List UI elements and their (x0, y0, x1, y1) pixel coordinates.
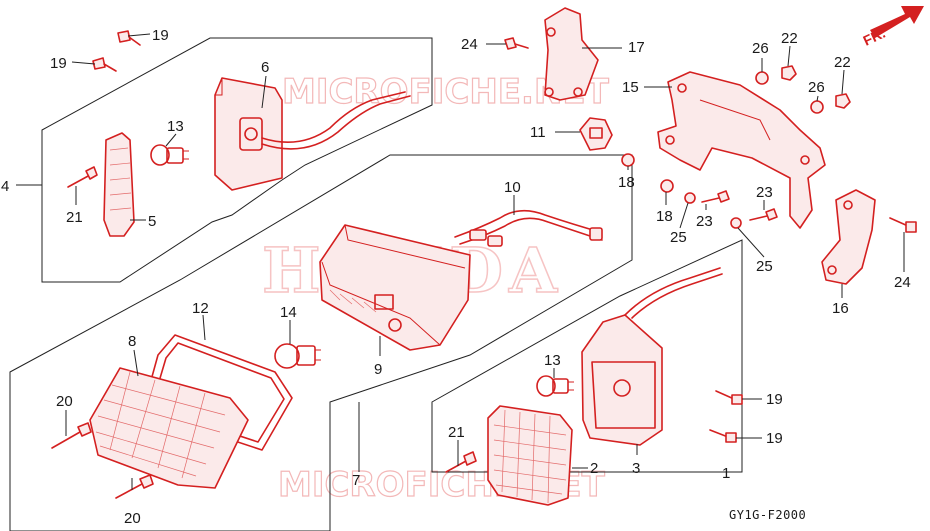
part-13-bulb-upper (150, 144, 189, 166)
callout-22: 22 (834, 54, 851, 71)
callout-24: 24 (461, 36, 478, 53)
callout-13: 13 (167, 118, 184, 135)
callout-11: 11 (530, 124, 546, 141)
callout-6: 6 (261, 59, 269, 76)
part-13-bulb-lower (536, 375, 574, 397)
diagram-code: GY1G-F2000 (729, 508, 806, 522)
frame-assembly-7 (9, 154, 633, 531)
callout-22: 22 (781, 30, 798, 47)
part-21-screw-lower (445, 451, 477, 473)
callout-1: 1 (722, 465, 730, 482)
callout-3: 3 (632, 460, 640, 477)
callout-21: 21 (66, 209, 83, 226)
front-direction-arrow: FR. (861, 6, 924, 49)
callout-labels: 19 19 4 21 13 5 6 12 8 14 9 10 20 20 7 2… (1, 27, 911, 527)
callout-4: 4 (1, 178, 9, 195)
callout-10: 10 (504, 179, 521, 196)
part-19-screws-upper (92, 30, 141, 72)
callout-23: 23 (696, 213, 713, 230)
callout-16: 16 (832, 300, 849, 317)
part-20-screws (51, 422, 154, 499)
part-16-side-bracket (821, 189, 876, 285)
part-22-nuts (781, 65, 851, 109)
callout-24: 24 (894, 274, 911, 291)
part-6-license-light-case (214, 77, 411, 191)
part-24-bolt-right (889, 217, 917, 233)
frame-assembly-4 (41, 37, 433, 283)
callout-14: 14 (280, 304, 297, 321)
frame-assembly-1 (431, 239, 743, 473)
callout-2: 2 (590, 460, 598, 477)
leader-lines (16, 33, 905, 490)
callout-25: 25 (670, 229, 687, 246)
callout-8: 8 (128, 333, 136, 350)
part-25-washers (684, 192, 742, 229)
callout-19: 19 (766, 391, 783, 408)
callout-5: 5 (148, 213, 156, 230)
part-23-bolts (701, 190, 778, 221)
part-17-bracket (544, 7, 599, 101)
part-26-washers (755, 71, 824, 114)
assembly-frames (9, 37, 743, 531)
part-9-tail-light-body (319, 224, 471, 351)
callout-19: 19 (152, 27, 169, 44)
part-19-screws-lower (709, 390, 743, 443)
callout-15: 15 (622, 79, 639, 96)
callout-17: 17 (628, 39, 645, 56)
fr-arrow-icon (870, 6, 924, 38)
callout-18: 18 (618, 174, 635, 191)
callout-25: 25 (756, 258, 773, 275)
callout-20: 20 (124, 510, 141, 527)
callout-26: 26 (808, 79, 825, 96)
callout-20: 20 (56, 393, 73, 410)
callout-18: 18 (656, 208, 673, 225)
callout-26: 26 (752, 40, 769, 57)
part-15-main-bracket (657, 71, 826, 229)
callout-7: 7 (352, 472, 360, 489)
callout-19: 19 (766, 430, 783, 447)
callout-23: 23 (756, 184, 773, 201)
callout-9: 9 (374, 361, 382, 378)
part-24-bolt-upper (504, 37, 529, 50)
callout-21: 21 (448, 424, 465, 441)
part-11-clip (579, 117, 613, 151)
part-21-screw-upper (67, 166, 98, 188)
callout-12: 12 (192, 300, 209, 317)
callout-19: 19 (50, 55, 67, 72)
part-8-tail-lens (89, 367, 249, 489)
part-10-wire-harness (454, 209, 603, 247)
part-2-turn-signal-lens (487, 405, 573, 506)
callout-13: 13 (544, 352, 561, 369)
part-5-side-reflector (103, 132, 135, 237)
part-14-bulb (274, 343, 321, 369)
part-3-turn-signal-housing (581, 267, 723, 446)
